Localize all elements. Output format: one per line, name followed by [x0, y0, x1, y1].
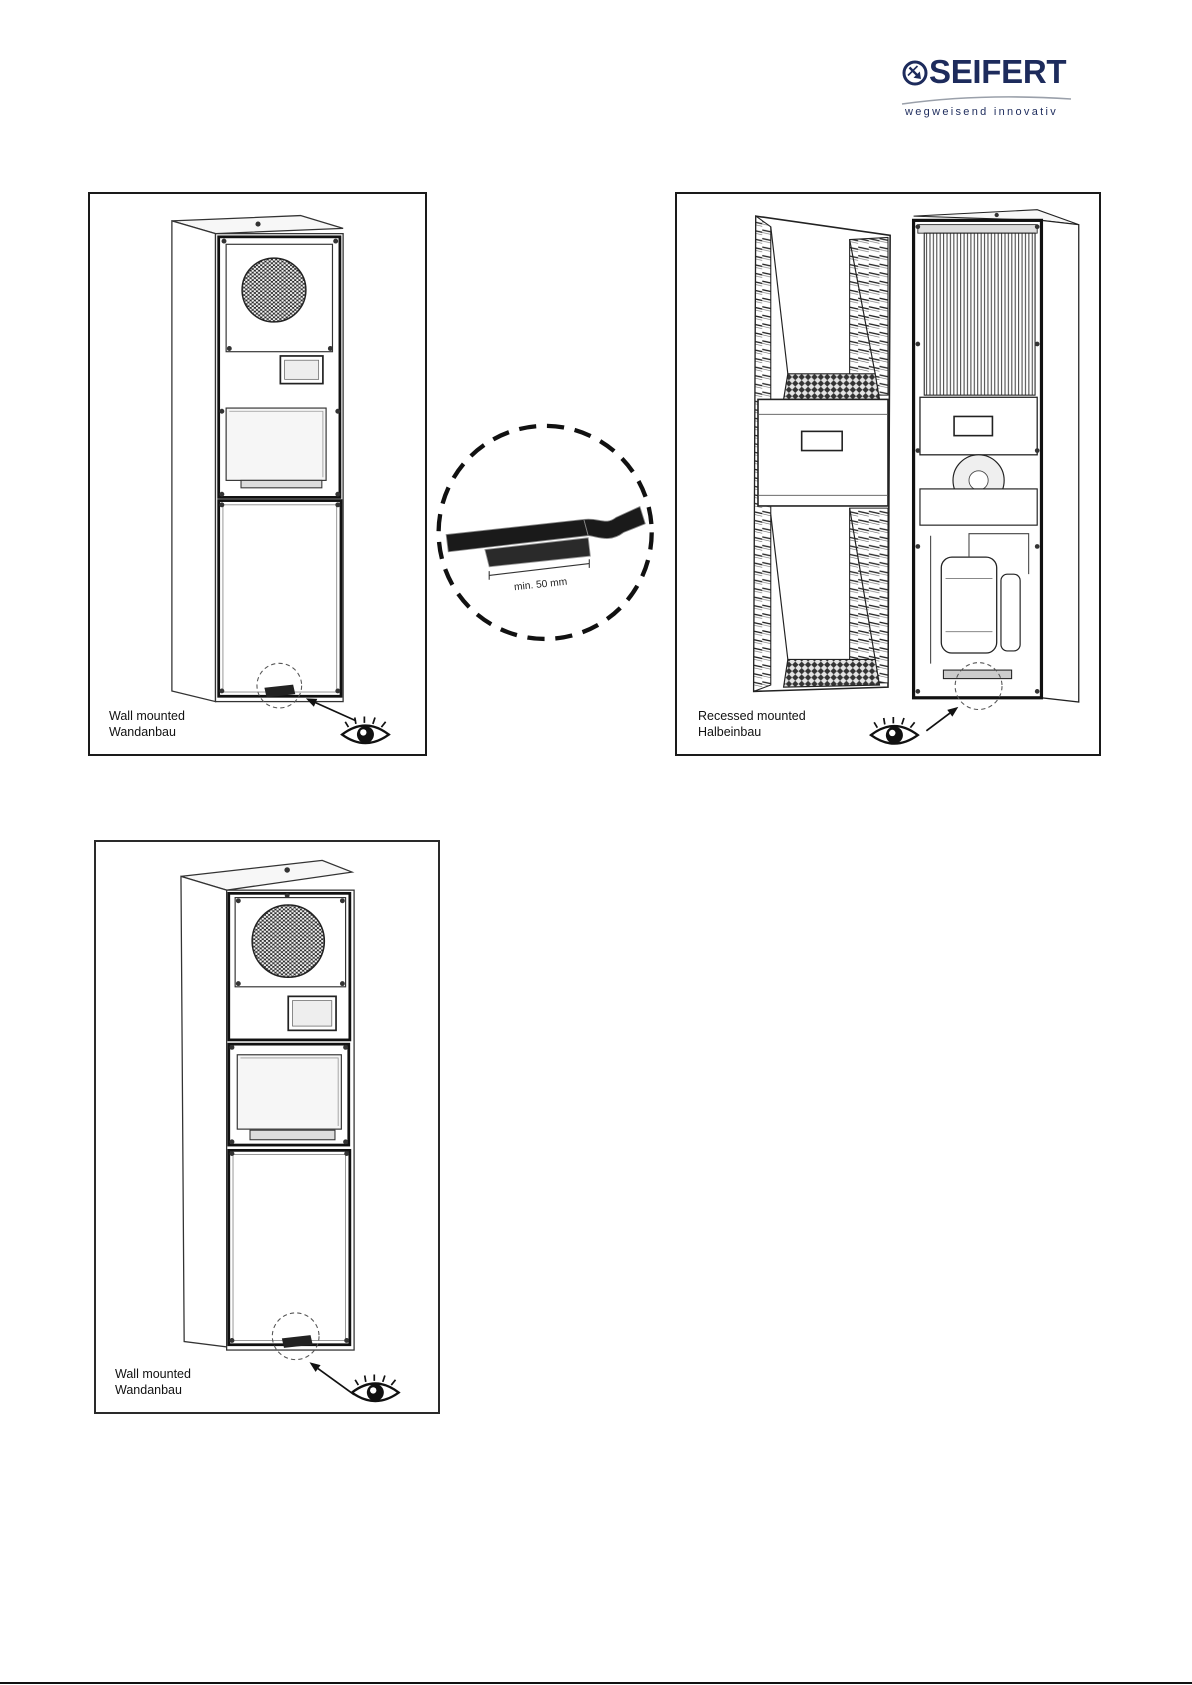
wall-mounted-unit-drawing [96, 842, 438, 1412]
display-window [288, 996, 336, 1030]
arrow-icon [309, 1362, 354, 1394]
dimension-label: min. 50 mm [514, 577, 568, 594]
eye-icon [352, 1374, 399, 1401]
recessed-mounted-unit-drawing [677, 194, 1099, 754]
display-window [802, 431, 842, 450]
lower-air-grille [784, 659, 880, 687]
figure-wall-mounted-variant: Wall mounted Wandanbau [94, 840, 440, 1414]
external-housing [754, 216, 890, 691]
eye-icon [342, 716, 389, 743]
unit-side-panel [1041, 220, 1078, 702]
caption-english: Wall mounted [109, 708, 185, 724]
fan-grille [242, 258, 306, 322]
seifert-emblem-icon [901, 59, 929, 87]
panel-handle [241, 480, 322, 487]
caption-german: Wandanbau [109, 724, 185, 740]
caption-german: Wandanbau [115, 1382, 191, 1398]
fan-grille [252, 905, 324, 977]
figure-caption: Wall mounted Wandanbau [115, 1366, 191, 1398]
service-window [226, 408, 326, 480]
lower-panel [229, 1150, 350, 1344]
figure-wall-mounted: Wall mounted Wandanbau [88, 192, 427, 756]
condensate-drain [943, 670, 1011, 679]
caption-english: Recessed mounted [698, 708, 806, 724]
heat-exchanger-fins [924, 233, 1035, 395]
figure-caption: Recessed mounted Halbeinbau [698, 708, 806, 740]
upper-right-louvres [850, 237, 888, 395]
accumulator [1001, 574, 1020, 651]
unit-side-panel [172, 221, 216, 702]
wall-mounted-unit-drawing [90, 194, 425, 754]
arrow-icon [926, 707, 958, 731]
partition-plate [920, 489, 1037, 525]
seifert-logo: SEIFERT wegweisend innovativ [901, 54, 1073, 122]
unit-side-panel [181, 876, 227, 1347]
upper-air-grille [784, 374, 880, 400]
caption-english: Wall mounted [115, 1366, 191, 1382]
display-window [280, 356, 323, 384]
header-strip [918, 225, 1037, 234]
figure-recessed-mounted: Recessed mounted Halbeinbau [675, 192, 1101, 756]
lower-right-louvres [850, 508, 888, 683]
display-window [954, 416, 992, 435]
drain-hose [584, 507, 645, 539]
drain-detail-view: min. 50 mm [430, 414, 670, 654]
drain-detail-drawing: min. 50 mm [430, 414, 670, 654]
brand-name: SEIFERT [929, 54, 1066, 90]
figure-caption: Wall mounted Wandanbau [109, 708, 185, 740]
panel-handle [250, 1130, 335, 1140]
internal-housing [914, 210, 1079, 702]
compressor [941, 557, 996, 653]
lower-panel [219, 501, 341, 697]
eye-icon [871, 717, 918, 744]
brand-tagline: wegweisend innovativ [905, 105, 1058, 119]
page-bottom-rule [0, 1682, 1192, 1684]
service-window [237, 1055, 341, 1129]
center-band [758, 399, 888, 506]
caption-german: Halbeinbau [698, 724, 806, 740]
